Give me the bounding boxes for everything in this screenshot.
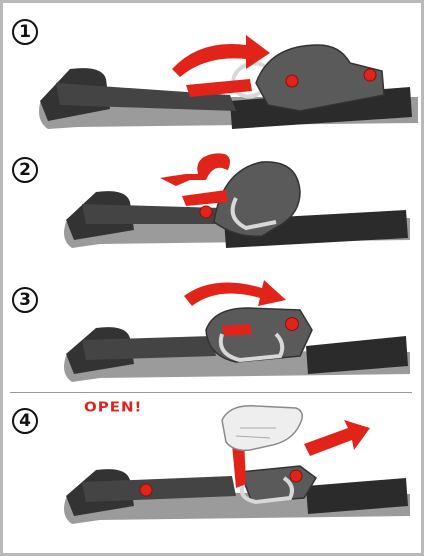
red-motion-arrow-icon <box>160 153 230 186</box>
step-1-scene <box>0 25 424 135</box>
step-3-scene <box>0 270 424 388</box>
buckle-lever-flap <box>240 466 316 502</box>
red-strap-tail <box>222 324 252 336</box>
red-rivet-icon <box>286 318 299 331</box>
strap-band <box>82 336 216 360</box>
red-rivet-icon <box>140 484 152 496</box>
red-rivet-icon <box>286 75 298 87</box>
step-3-illustration <box>0 270 424 388</box>
section-divider <box>10 392 412 393</box>
step-4-scene <box>0 398 424 528</box>
step-4-illustration <box>0 398 424 528</box>
red-rivet-icon <box>200 206 212 218</box>
red-rivet-icon <box>364 69 376 81</box>
red-motion-arrow-icon <box>304 420 370 456</box>
step-2-scene <box>0 140 424 255</box>
step-1-illustration <box>0 25 424 135</box>
red-rivet-icon <box>290 470 302 482</box>
red-motion-arrow-icon <box>172 35 270 77</box>
red-motion-arrow-icon <box>184 280 286 306</box>
step-2-illustration <box>0 140 424 255</box>
